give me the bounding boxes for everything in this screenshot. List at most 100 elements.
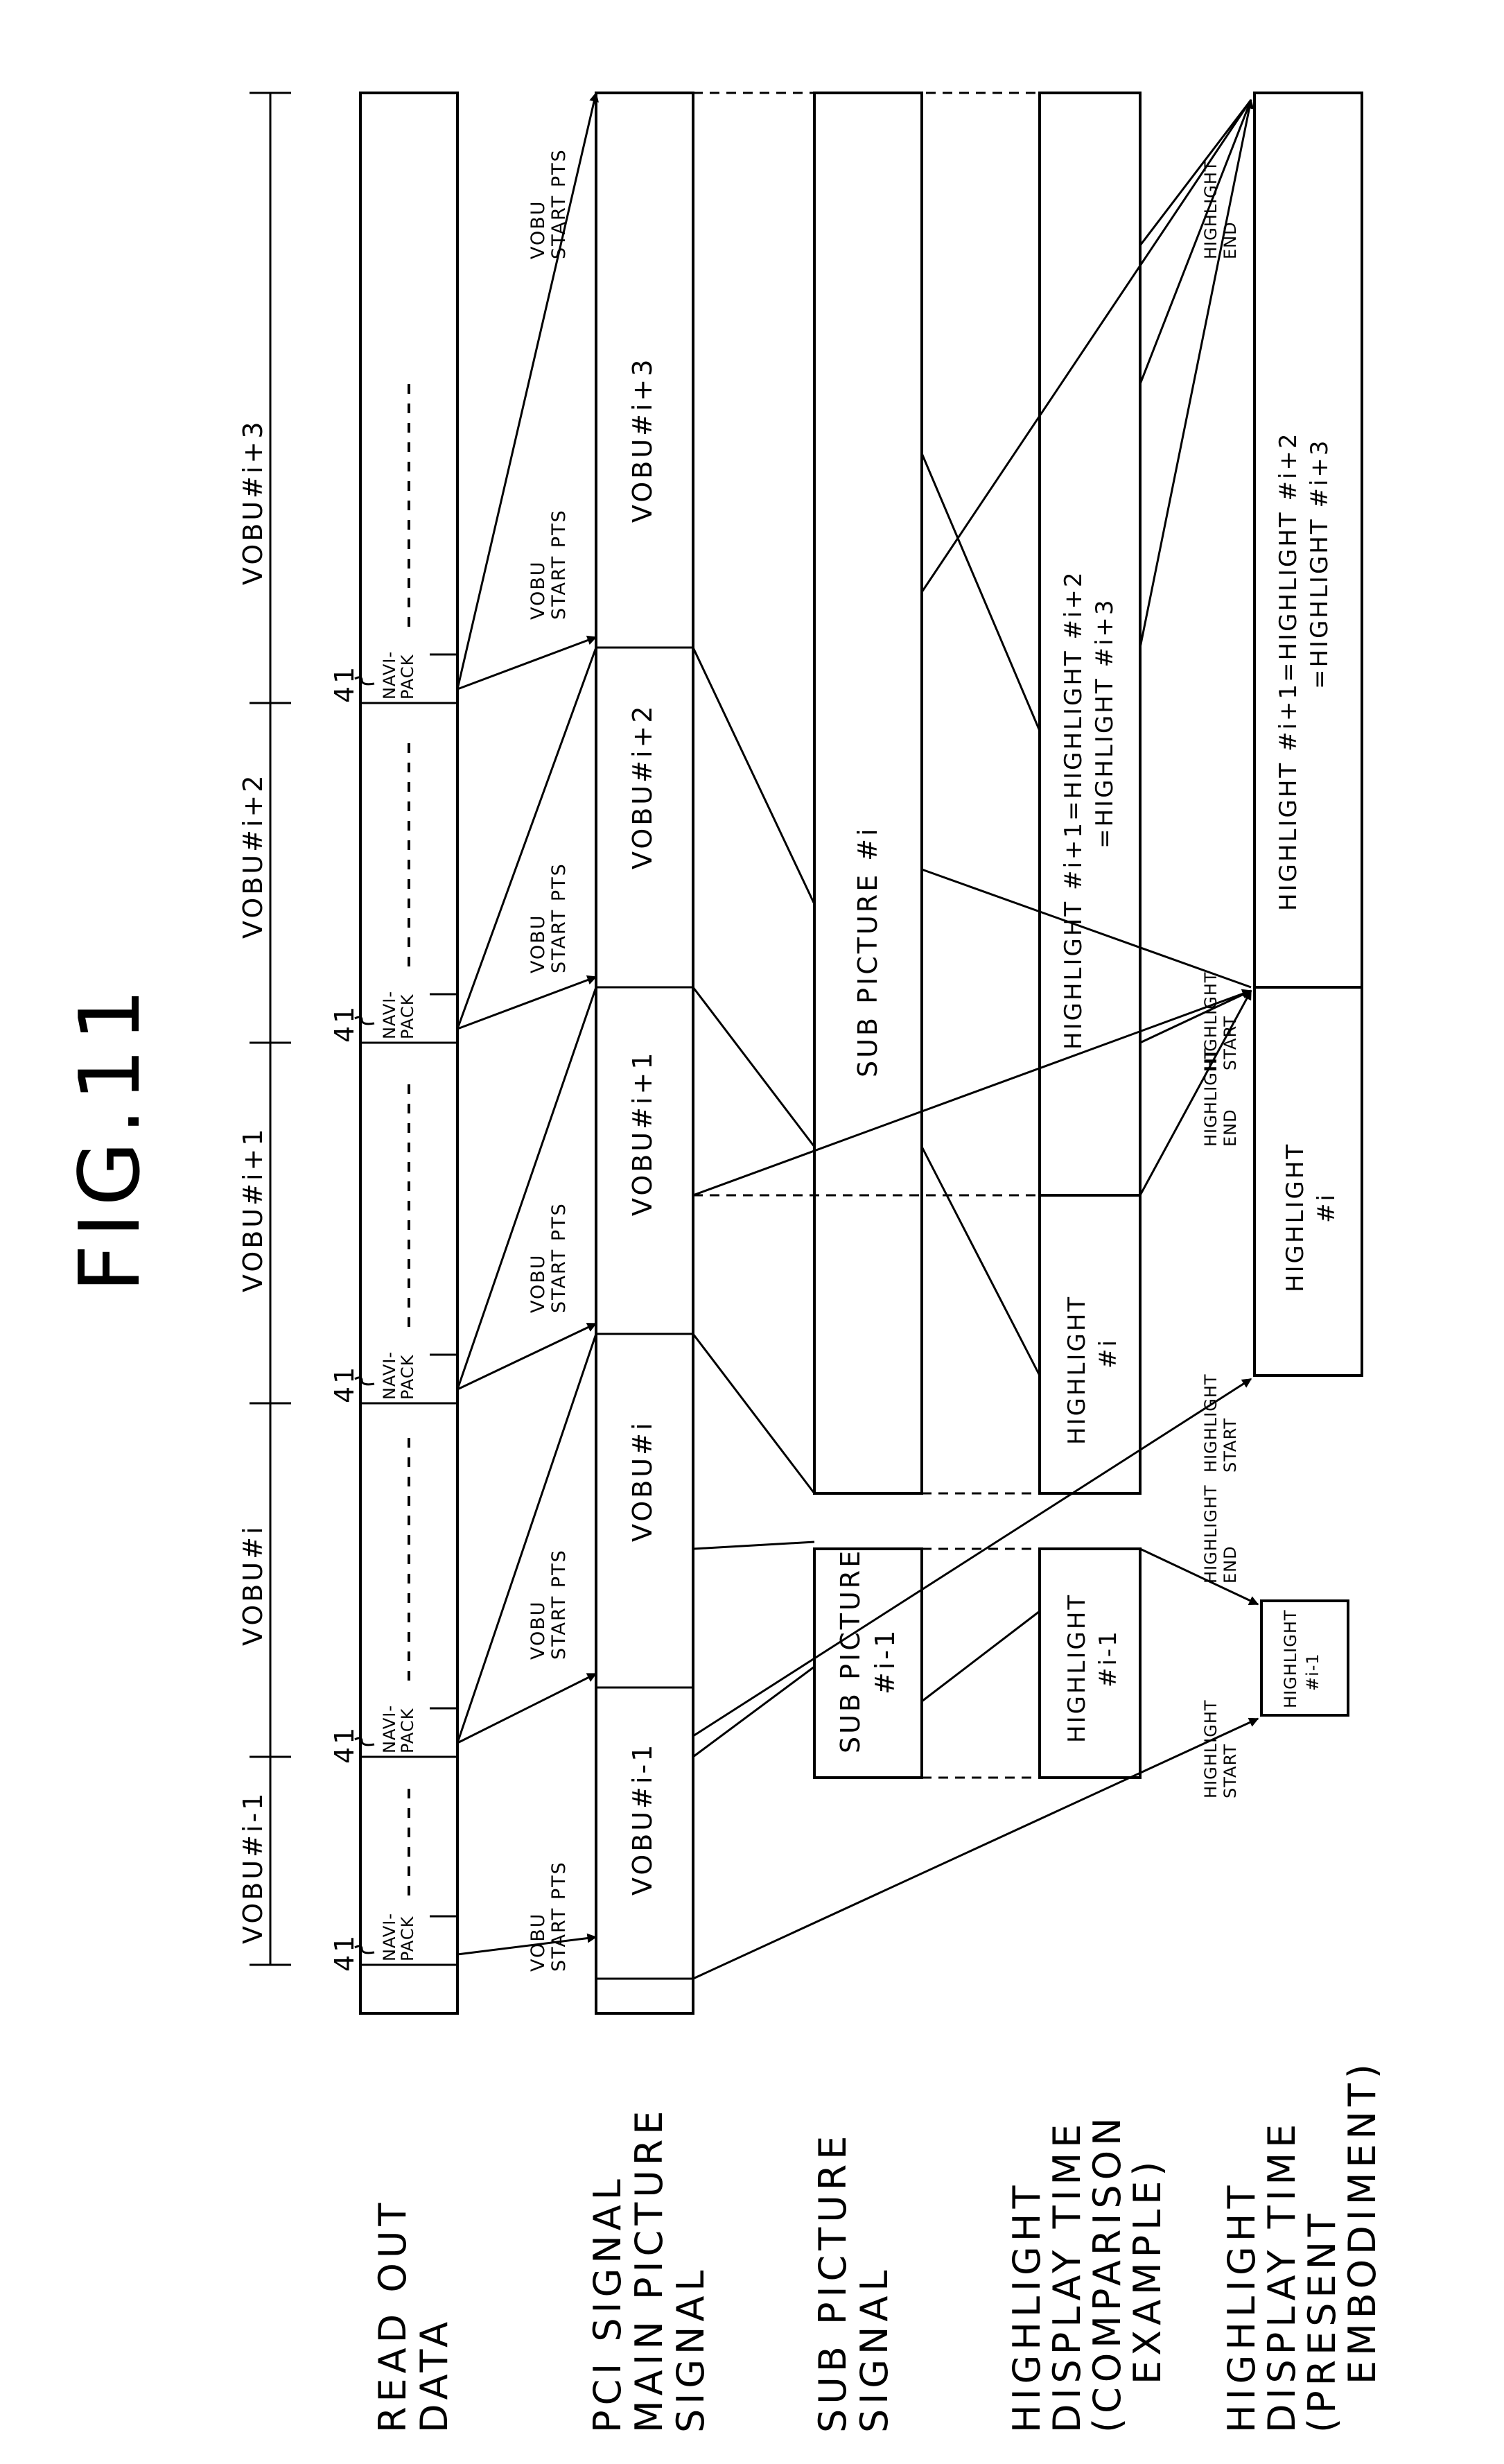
svg-text:SUB PICTURESIGNAL: SUB PICTURESIGNAL: [811, 2131, 896, 2433]
present-next-1: HIGHLIGHT #i+1=HIGHLIGHT #i+2: [1275, 431, 1302, 911]
present-next-2: =HIGHLIGHT #i+3: [1306, 438, 1334, 689]
svg-text:NAVI-PACK: NAVI-PACK: [380, 651, 417, 700]
vobu-span-i-plus-2: VOBU#i+2: [238, 772, 268, 939]
svg-text:SUB PICTURE#i-1: SUB PICTURE#i-1: [835, 1548, 900, 1753]
svg-text:HIGHLIGHTDISPLAY TIME(COMPARIS: HIGHLIGHTDISPLAY TIME(COMPARISONEXAMPLE): [1005, 2112, 1169, 2433]
svg-text:VOBUSTART PTS: VOBUSTART PTS: [527, 1202, 570, 1313]
sub-picture-signal-label-1: SUB PICTURE: [811, 2131, 855, 2433]
svg-text:VOBUSTART PTS: VOBUSTART PTS: [527, 509, 570, 620]
svg-text:NAVI-PACK: NAVI-PACK: [380, 1351, 417, 1400]
ref-41-1: 41: [329, 1933, 360, 1972]
main-vobu-i-plus-2: VOBU#i+2: [627, 703, 658, 869]
svg-text:HIGHLIGHTSTART: HIGHLIGHTSTART: [1201, 1373, 1240, 1473]
highlight-arrows: [692, 98, 1259, 1980]
svg-text:READ OUTDATA: READ OUTDATA: [371, 2198, 456, 2433]
comparison-row: HIGHLIGHT#i-1 HIGHLIGHT#i HIGHLIGHT #i+1…: [920, 92, 1142, 1779]
pts-6-b: START PTS: [548, 148, 570, 259]
svg-text:HIGHLIGHT #i+1=HIGHLIGHT #i+2=: HIGHLIGHT #i+1=HIGHLIGHT #i+2=HIGHLIGHT …: [1060, 570, 1119, 1050]
present-row: HIGHLIGHT#i-1 HIGHLIGHT#i HIGHLIGHT #i+1…: [1253, 92, 1363, 1717]
main-vobu-i: VOBU#i: [627, 1420, 658, 1542]
comparison-next-1: HIGHLIGHT #i+1=HIGHLIGHT #i+2: [1060, 570, 1087, 1050]
pts-3-b: START PTS: [548, 1202, 570, 1313]
comparison-prev-2: #i-1: [1094, 1629, 1122, 1688]
svg-text:HIGHLIGHTEND: HIGHLIGHTEND: [1201, 160, 1240, 259]
present-current-2: #i: [1313, 1192, 1340, 1223]
comparison-current-1: HIGHLIGHT: [1063, 1295, 1091, 1445]
read-out-data-row: NAVI-PACK NAVI-PACK NAVI-PACK NAVI-PACK …: [329, 92, 459, 2015]
navi-pack-3-b: PACK: [398, 1354, 417, 1400]
pts-2-b: START PTS: [548, 1549, 570, 1660]
hl-end-1-a: HIGHLIGHT: [1201, 1484, 1221, 1584]
present-label-2: DISPLAY TIME: [1260, 2119, 1304, 2433]
highlight-start-end-labels: HIGHLIGHTSTART HIGHLIGHTEND HIGHLIGHTSTA…: [1201, 160, 1240, 1798]
svg-text:PCI SIGNALMAIN PICTURESIGNAL: PCI SIGNALMAIN PICTURESIGNAL: [586, 2106, 712, 2433]
comparison-next-2: =HIGHLIGHT #i+3: [1091, 598, 1119, 849]
pts-2-a: VOBU: [527, 1600, 549, 1660]
hl-end-3-b: END: [1221, 221, 1240, 259]
vobu-span-i-plus-3: VOBU#i+3: [238, 419, 268, 585]
present-prev-2: #i-1: [1303, 1653, 1322, 1691]
pts-4-b: START PTS: [548, 862, 570, 973]
pts-3-a: VOBU: [527, 1253, 549, 1313]
read-out-data-label-2: DATA: [412, 2317, 456, 2433]
present-current-1: HIGHLIGHT: [1282, 1143, 1309, 1292]
navi-pack-2-b: PACK: [398, 1708, 417, 1753]
hl-end-2-b: END: [1221, 1109, 1240, 1147]
svg-text:HIGHLIGHTEND: HIGHLIGHTEND: [1201, 1484, 1240, 1584]
hl-start-1-b: START: [1221, 1744, 1240, 1798]
navi-pack-5-a: NAVI-: [380, 651, 399, 700]
present-label-1: HIGHLIGHT: [1220, 2181, 1263, 2433]
pts-1-b: START PTS: [548, 1861, 570, 1972]
pts-5-a: VOBU: [527, 560, 549, 620]
svg-text:HIGHLIGHT#i-1: HIGHLIGHT#i-1: [1281, 1609, 1322, 1708]
ref-41-5: 41: [329, 664, 360, 703]
pts-5-b: START PTS: [548, 509, 570, 620]
hl-start-2-b: START: [1221, 1418, 1240, 1473]
navi-pack-4-b: PACK: [398, 994, 417, 1039]
pts-arrows: [456, 92, 599, 1956]
main-picture-row: VOBU#i-1 VOBU#i VOBU#i+1 VOBU#i+2 VOBU#i…: [595, 92, 694, 2015]
pci-signal-label-3: SIGNAL: [669, 2266, 712, 2433]
svg-text:NAVI-PACK: NAVI-PACK: [380, 1705, 417, 1753]
svg-text:NAVI-PACK: NAVI-PACK: [380, 1913, 417, 1961]
svg-text:HIGHLIGHTSTART: HIGHLIGHTSTART: [1201, 1699, 1240, 1798]
sub-picture-row: SUB PICTURE#i-1 SUB PICTURE #i: [692, 92, 1040, 1779]
pts-1-a: VOBU: [527, 1912, 549, 1972]
navi-pack-4-a: NAVI-: [380, 991, 399, 1039]
ref-41-3: 41: [329, 1364, 360, 1403]
main-vobu-i-minus-1: VOBU#i-1: [627, 1742, 658, 1895]
sub-picture-current: SUB PICTURE #i: [852, 826, 883, 1077]
comparison-label-4: EXAMPLE): [1126, 2157, 1169, 2384]
pts-6-a: VOBU: [527, 200, 549, 259]
svg-text:HIGHLIGHT #i+1=HIGHLIGHT #i+2=: HIGHLIGHT #i+1=HIGHLIGHT #i+2=HIGHLIGHT …: [1275, 431, 1334, 911]
comparison-current-2: #i: [1094, 1338, 1122, 1369]
navi-pack-1-a: NAVI-: [380, 1913, 399, 1961]
figure-title: FIG.11: [62, 982, 159, 1292]
svg-text:HIGHLIGHT#i-1: HIGHLIGHT#i-1: [1063, 1593, 1122, 1743]
hl-start-2-a: HIGHLIGHT: [1201, 1373, 1221, 1473]
ref-41-4: 41: [329, 1004, 360, 1043]
sub-picture-prev-2: #i-1: [870, 1628, 900, 1694]
comparison-label-1: HIGHLIGHT: [1005, 2181, 1049, 2433]
hl-start-3-a: HIGHLIGHT: [1201, 971, 1221, 1070]
svg-text:HIGHLIGHT#i: HIGHLIGHT#i: [1282, 1143, 1340, 1292]
svg-text:VOBUSTART PTS: VOBUSTART PTS: [527, 1861, 570, 1972]
vobu-span-i: VOBU#i: [238, 1524, 268, 1646]
vobu-span-i-plus-1: VOBU#i+1: [238, 1126, 268, 1292]
navi-pack-2-a: NAVI-: [380, 1705, 399, 1753]
ref-41-2: 41: [329, 1725, 360, 1764]
vobu-start-pts-labels: VOBUSTART PTS VOBUSTART PTS VOBUSTART PT…: [527, 148, 570, 1972]
hl-end-3-a: HIGHLIGHT: [1201, 160, 1221, 259]
svg-text:NAVI-PACK: NAVI-PACK: [380, 991, 417, 1039]
svg-text:VOBUSTART PTS: VOBUSTART PTS: [527, 1549, 570, 1660]
sub-picture-signal-label-2: SIGNAL: [852, 2266, 896, 2433]
pts-4-a: VOBU: [527, 914, 549, 973]
present-prev-1: HIGHLIGHT: [1281, 1609, 1300, 1708]
sub-picture-prev-1: SUB PICTURE: [835, 1548, 866, 1753]
read-out-data-label-1: READ OUT: [371, 2198, 414, 2433]
main-vobu-i-plus-3: VOBU#i+3: [627, 356, 658, 523]
svg-text:HIGHLIGHT#i: HIGHLIGHT#i: [1063, 1295, 1122, 1445]
navi-pack-5-b: PACK: [398, 654, 417, 700]
navi-pack-1-b: PACK: [398, 1916, 417, 1961]
